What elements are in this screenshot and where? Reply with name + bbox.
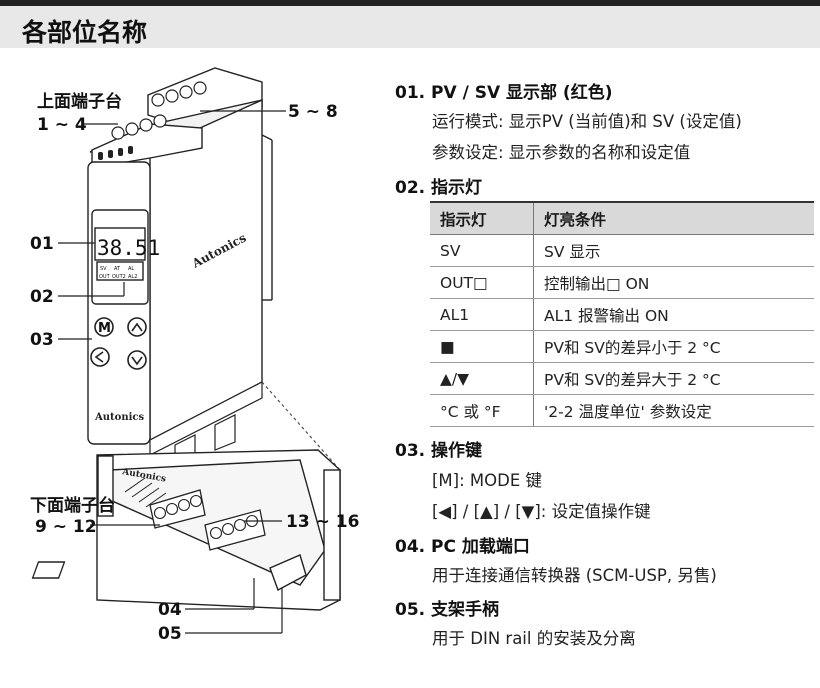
section-03-title: 03. 操作键	[395, 441, 483, 461]
section-05-title: 05. 支架手柄	[395, 600, 500, 620]
mode-key[interactable]	[94, 317, 114, 337]
down-arrow-icon	[131, 356, 143, 366]
table-cell: '2-2 温度单位' 参数设定	[533, 394, 814, 427]
top-terminal-screws	[111, 81, 207, 140]
table-cell: AL1 报警输出 ON	[533, 298, 814, 331]
table-cell: ■	[430, 330, 534, 363]
lamp-label-1: SV	[100, 266, 107, 272]
table-row: OUT□控制输出□ ON	[430, 266, 814, 299]
table-cell: 控制输出□ ON	[533, 266, 814, 299]
label-bottom-terminal: 下面端子台	[30, 495, 115, 516]
terminal-slots	[98, 146, 133, 160]
page-title: 各部位名称	[22, 18, 148, 47]
section-03-line-2: [◀] / [▲] / [▼]: 设定值操作键	[432, 502, 651, 521]
label-top-terminal: 上面端子台	[37, 91, 122, 112]
table-header-cell: 灯亮条件	[533, 201, 814, 235]
indicator-lamps	[96, 261, 144, 281]
table-cell: °C 或 °F	[430, 394, 534, 427]
table-row: ■PV和 SV的差异小于 2 °C	[430, 330, 814, 363]
table-row: °C 或 °F'2-2 温度单位' 参数设定	[430, 394, 814, 427]
label-04: 04	[158, 600, 182, 620]
label-01: 01	[30, 234, 54, 254]
table-cell: OUT□	[430, 266, 534, 299]
table-cell: PV和 SV的差异大于 2 °C	[533, 362, 814, 395]
table-header-row: 指示灯 灯亮条件	[430, 201, 814, 235]
table-cell: PV和 SV的差异小于 2 °C	[533, 330, 814, 363]
section-01-line-2: 参数设定: 显示参数的名称和设定值	[432, 143, 691, 162]
down-key[interactable]	[127, 350, 147, 370]
lamp-label-3: AL	[128, 266, 134, 272]
section-01-line-1: 运行模式: 显示PV (当前值)和 SV (设定值)	[432, 112, 742, 131]
lamp-label-2: AT	[114, 266, 121, 272]
up-arrow-icon	[131, 322, 143, 332]
table-header-cell: 指示灯	[430, 201, 534, 235]
table-cell: SV	[430, 234, 534, 267]
table-cell: ▲/▼	[430, 362, 534, 395]
label-bottom-range-b: 13 ~ 16	[286, 512, 359, 532]
bottom-terminal-screws	[153, 494, 259, 540]
label-03: 03	[30, 330, 54, 350]
brand-front: Autonics	[94, 412, 144, 423]
table-cell: SV 显示	[533, 234, 814, 267]
pc-loader-port[interactable]	[31, 561, 66, 579]
section-03-line-1: [M]: MODE 键	[432, 471, 543, 490]
section-header: 各部位名称	[0, 6, 820, 48]
device-illustration: 38.51 SV AT AL OUT OUT2 AL2 M Autonics A…	[30, 67, 359, 644]
section-01-title: 01. PV / SV 显示部 (红色)	[395, 83, 613, 103]
top-rule	[0, 0, 820, 6]
din-rail-lever[interactable]	[269, 554, 307, 591]
lamp-label-6: AL2	[128, 274, 137, 280]
label-05: 05	[158, 624, 182, 644]
section-04-title: 04. PC 加载端口	[395, 537, 530, 557]
label-top-range-b: 5 ~ 8	[288, 102, 338, 122]
mode-key-letter: M	[98, 321, 111, 336]
label-bottom-range-a: 9 ~ 12	[35, 517, 97, 537]
label-02: 02	[30, 287, 54, 307]
lamp-label-4: OUT	[99, 274, 111, 280]
label-top-range-a: 1 ~ 4	[37, 115, 87, 135]
table-cell: AL1	[430, 298, 534, 331]
pv-sv-display	[94, 227, 146, 261]
display-value: 38.51	[97, 236, 160, 260]
left-key[interactable]	[90, 347, 110, 367]
table-row: ▲/▼PV和 SV的差异大于 2 °C	[430, 362, 814, 395]
section-02-title: 02. 指示灯	[395, 178, 483, 198]
lamp-label-5: OUT2	[112, 274, 126, 280]
up-key[interactable]	[127, 317, 147, 337]
left-arrow-icon	[94, 351, 104, 363]
section-05-line-1: 用于 DIN rail 的安装及分离	[432, 629, 636, 648]
section-04-line-1: 用于连接通信转换器 (SCM-USP, 另售)	[432, 566, 717, 585]
